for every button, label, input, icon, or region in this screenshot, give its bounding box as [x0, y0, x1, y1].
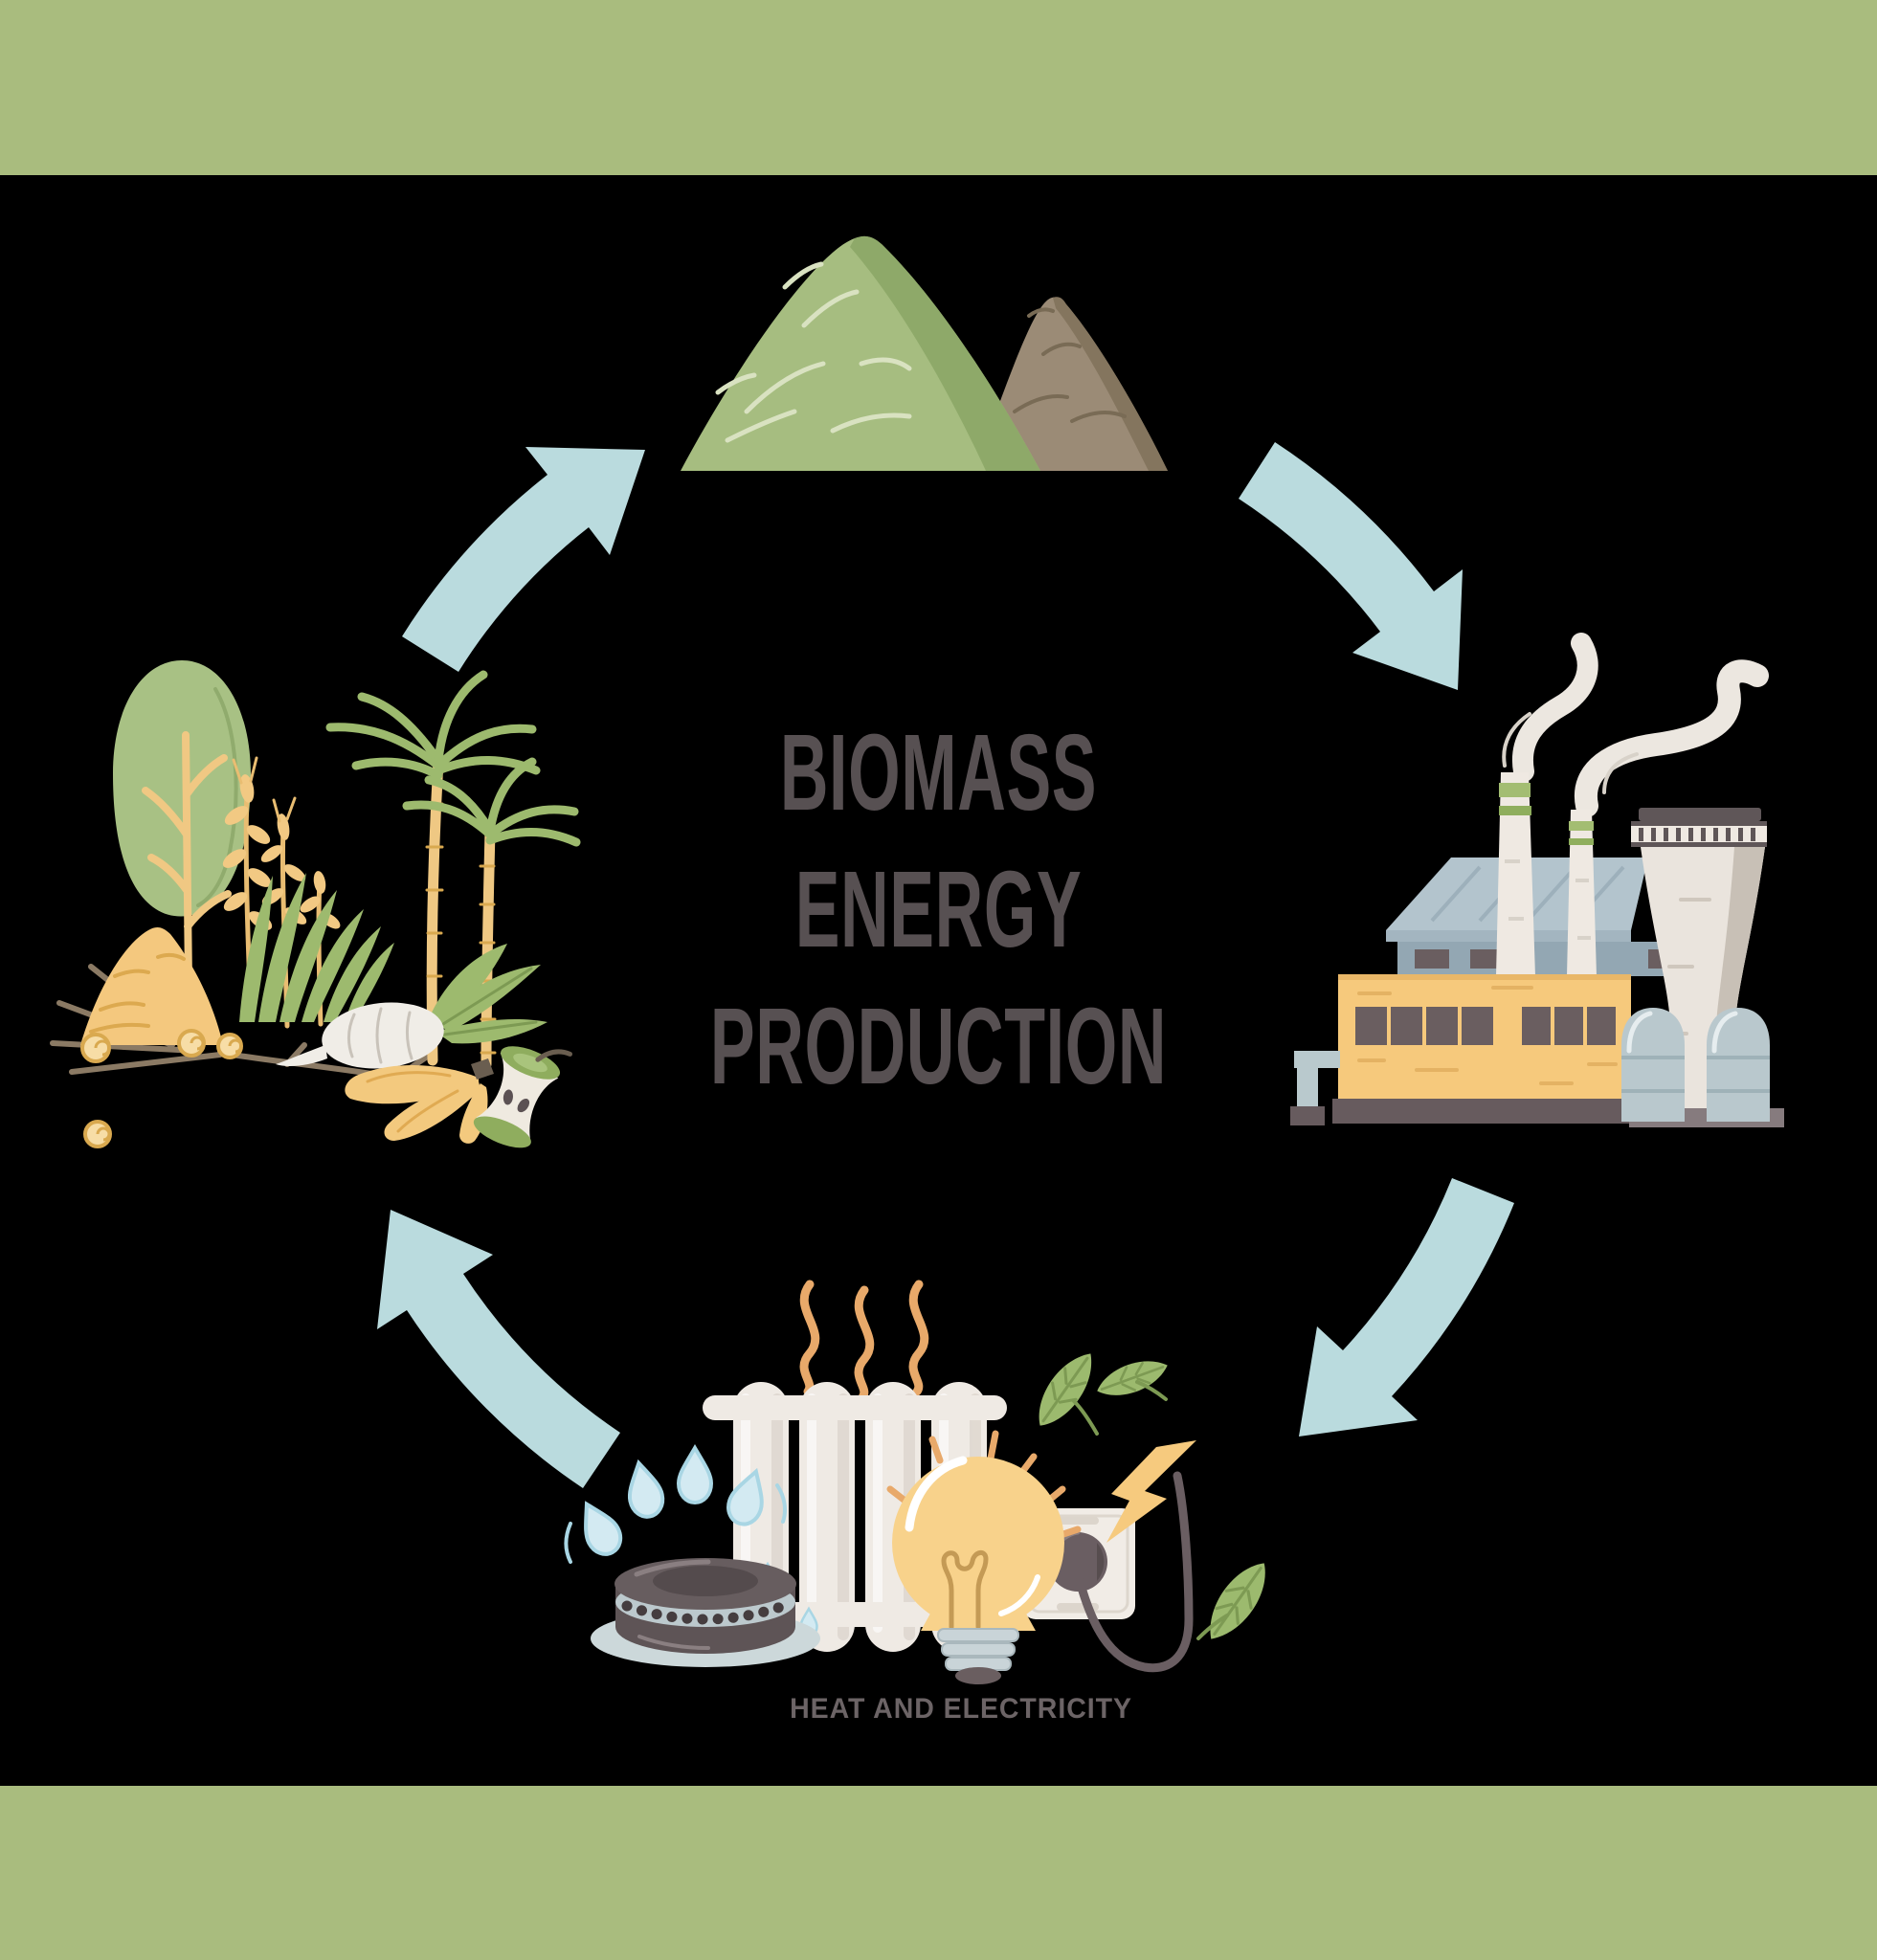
power-plant-icon [1290, 633, 1784, 1127]
factory-gray-wall [1397, 942, 1683, 976]
heat-electricity-caption: HEAT AND ELECTRICITY [790, 1693, 1132, 1725]
chimney-icon [1496, 772, 1597, 976]
factory-pipe-icon [1290, 1051, 1340, 1125]
grass-icon [239, 873, 394, 1022]
flame-accent-strokes [564, 1483, 787, 1564]
bulb-rays-icon [886, 1430, 1082, 1541]
sugarcane-icon [325, 670, 581, 1070]
banana-peel-icon [345, 1058, 494, 1144]
title-line-2: ENERGY [794, 849, 1083, 969]
diagram-title: BIOMASS ENERGY PRODUCTION [357, 704, 1521, 1115]
factory-base [1332, 1099, 1629, 1124]
haystack-icon [80, 926, 223, 1045]
green-pile-icon [681, 235, 1040, 471]
cycle-arrows [377, 442, 1514, 1488]
arrow-top-to-right-icon [1239, 442, 1463, 690]
biomass-piles-icon [681, 235, 1168, 471]
factory-yellow-building [1338, 974, 1631, 1101]
tree-icon [113, 660, 251, 986]
bottom-green-band [0, 1786, 1877, 1960]
top-green-band [0, 0, 1877, 175]
leaves-icon [1024, 1342, 1281, 1651]
apple-core-icon [473, 1046, 572, 1148]
title-line-3: PRODUCTION [709, 986, 1168, 1106]
arrow-right-to-bottom-icon [1299, 1178, 1514, 1437]
lightning-bolt-icon [1106, 1440, 1196, 1543]
title-line-1: BIOMASS [779, 712, 1098, 833]
heat-waves-icon [799, 1280, 929, 1402]
silo-icon [1621, 1008, 1770, 1122]
arrow-bottom-to-left-icon [377, 1210, 620, 1488]
plug-cord [1075, 1471, 1194, 1673]
arrow-left-to-top-icon [402, 447, 645, 672]
gas-burner-icon [591, 1558, 820, 1667]
brown-pile-icon [974, 297, 1168, 471]
smoke-icon [1502, 633, 1769, 817]
wood-shaving-curl-icon [80, 1029, 243, 1148]
root-vegetable-icon [276, 944, 547, 1069]
biomass-sources-icon [50, 660, 581, 1148]
light-bulb-icon [892, 1456, 1064, 1684]
heat-electricity-icon [564, 1280, 1281, 1684]
